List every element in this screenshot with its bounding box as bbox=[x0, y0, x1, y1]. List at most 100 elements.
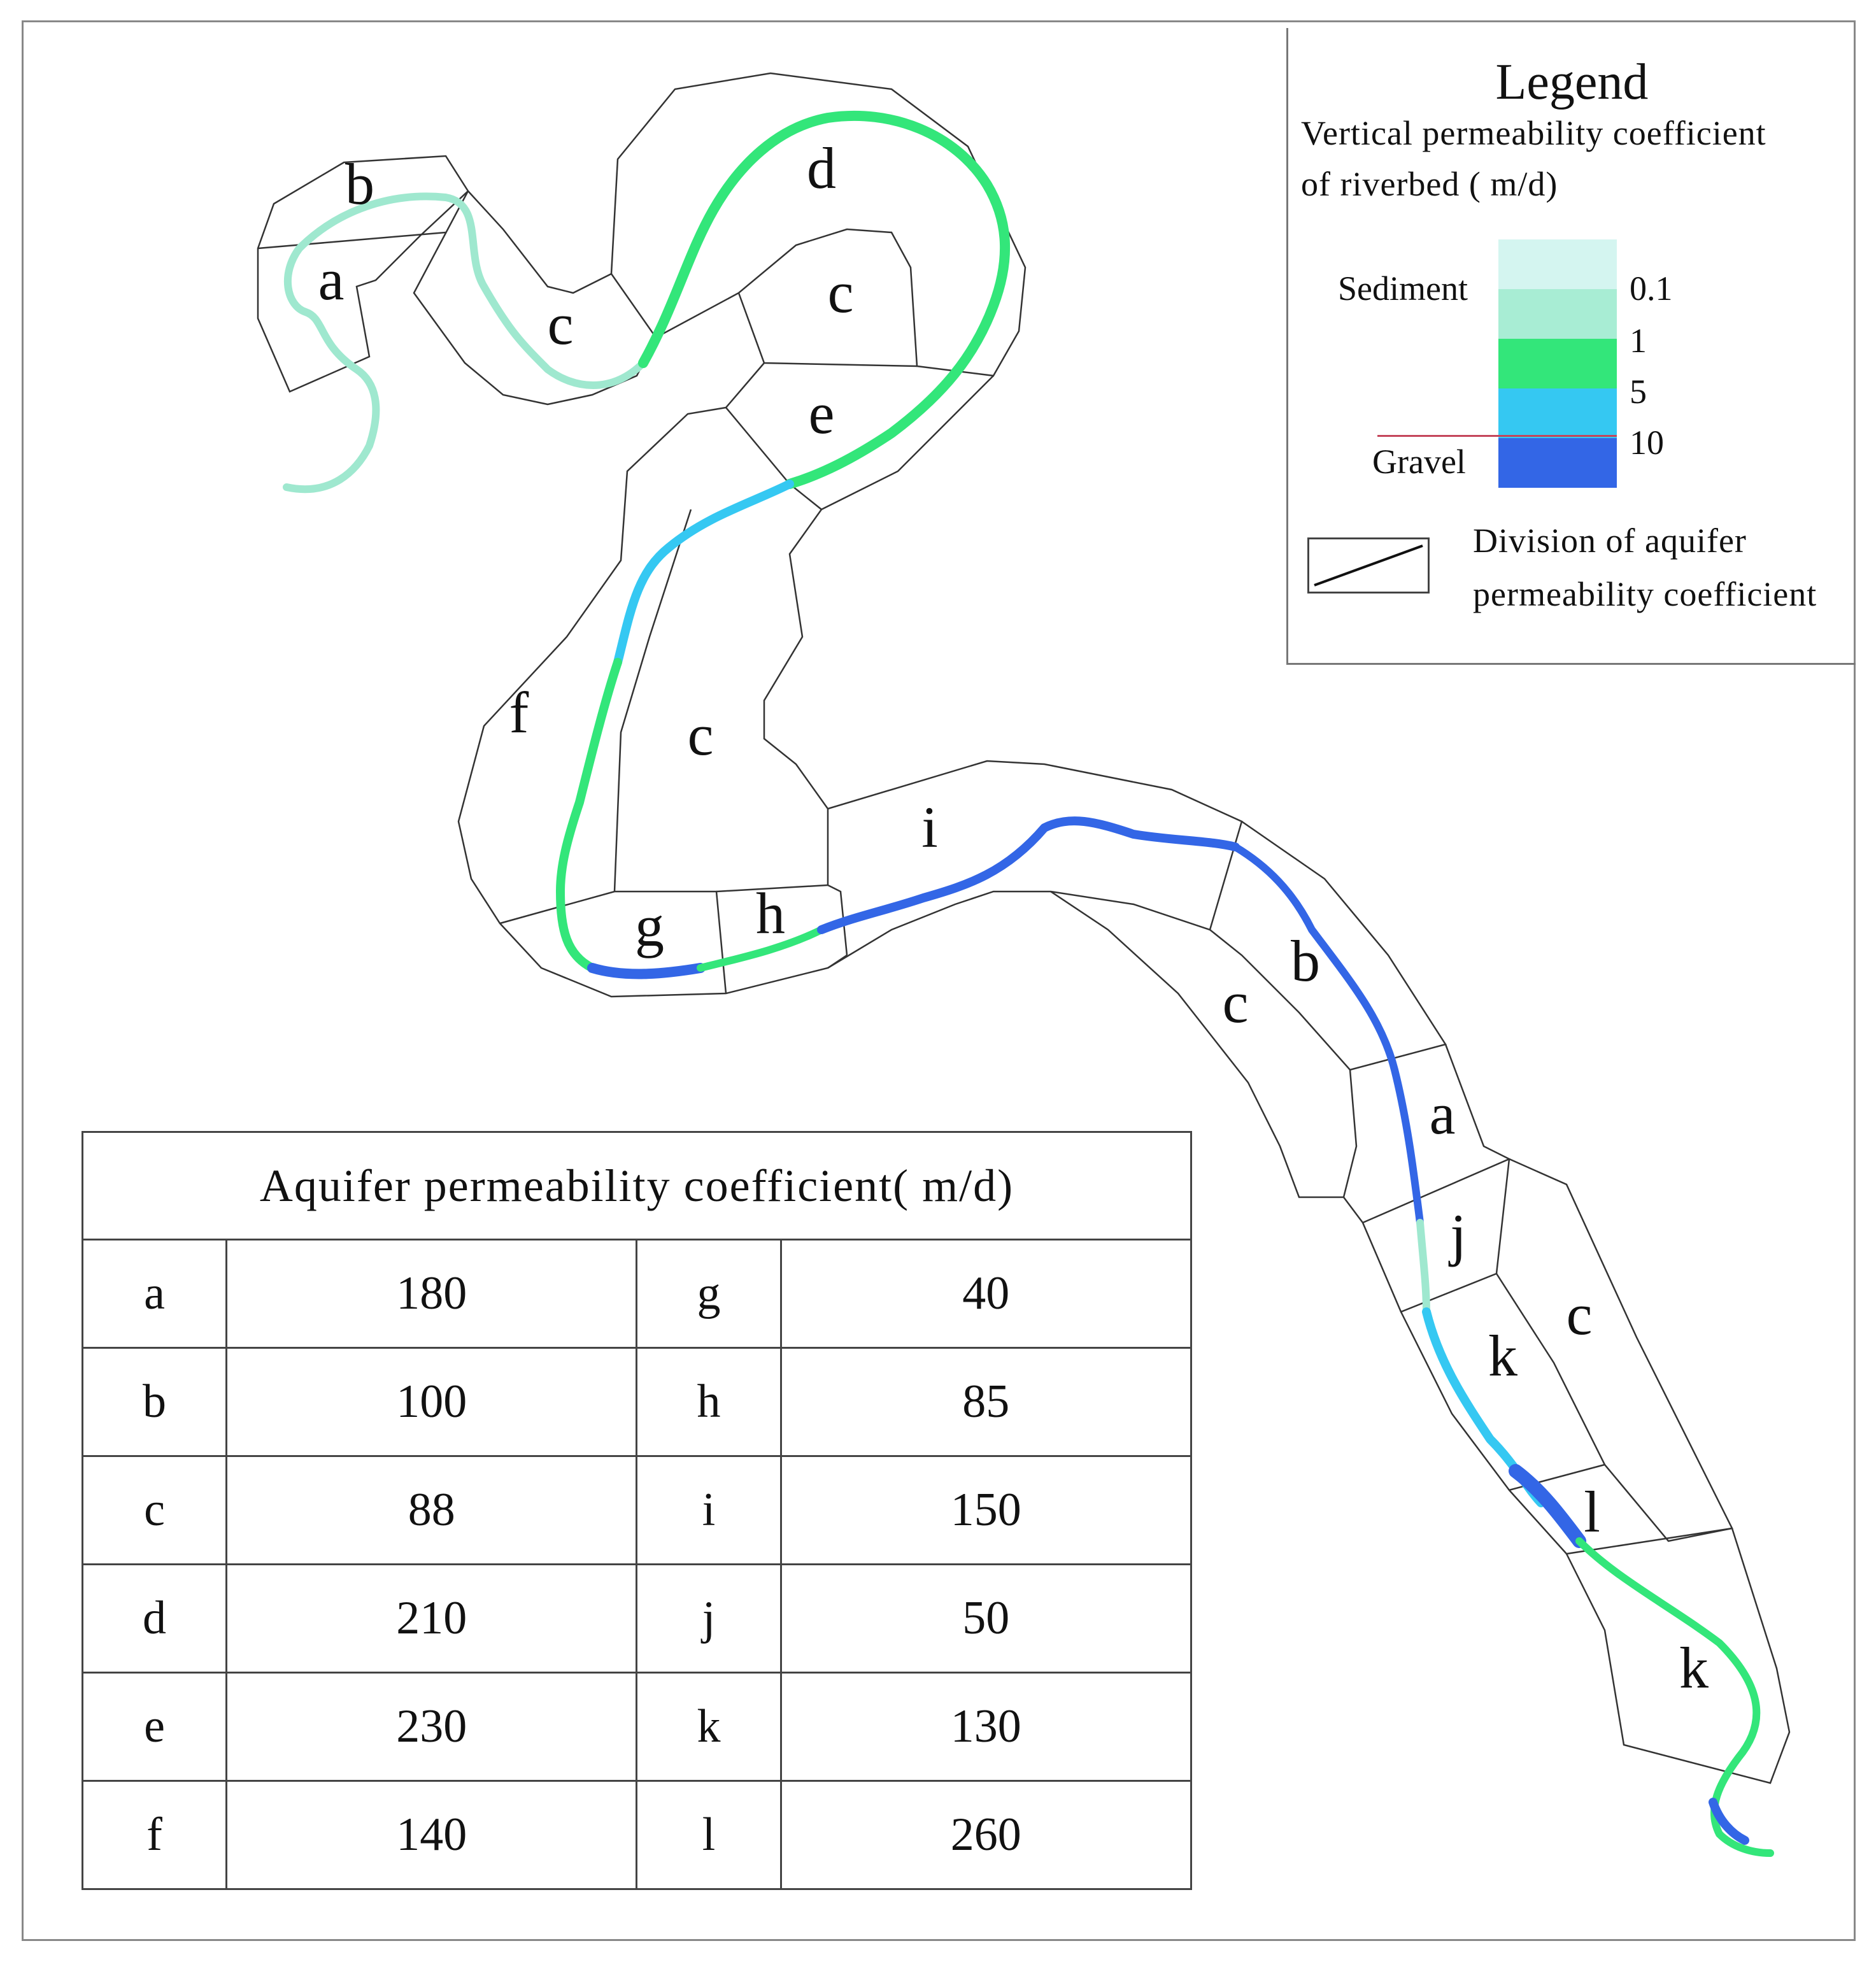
ramp-tick-5: 5 bbox=[1630, 373, 1647, 411]
river-segment-f bbox=[556, 658, 622, 972]
zone-label-a-2: a bbox=[1430, 1081, 1456, 1146]
coefficient-cell: 130 bbox=[779, 1672, 1193, 1782]
ramp-class-3 bbox=[1498, 339, 1617, 388]
zone-label-b-1: b bbox=[345, 152, 374, 217]
coefficient-cell: 210 bbox=[225, 1563, 638, 1674]
division-label: Division of aquifer permeability coeffic… bbox=[1473, 514, 1817, 621]
zone-boundary-k-2 bbox=[1565, 1528, 1791, 1784]
division-label-line2: permeability coefficient bbox=[1473, 575, 1817, 613]
ramp-tick-0.1: 0.1 bbox=[1630, 269, 1673, 308]
zone-code-cell: j bbox=[636, 1563, 782, 1674]
ramp-class-5 bbox=[1498, 438, 1617, 488]
zone-label-i: i bbox=[921, 795, 938, 860]
ramp-tick-10: 10 bbox=[1630, 423, 1664, 462]
zone-boundary-b-1 bbox=[257, 231, 446, 250]
zone-boundary-c-4 bbox=[1050, 890, 1358, 1198]
coefficient-cell: 40 bbox=[779, 1239, 1193, 1349]
division-line-icon bbox=[1314, 544, 1423, 586]
zone-code-cell: d bbox=[81, 1563, 228, 1674]
zone-label-l: l bbox=[1584, 1479, 1600, 1544]
coefficient-cell: 50 bbox=[779, 1563, 1193, 1674]
legend-title: Legend bbox=[1495, 54, 1649, 110]
coefficient-cell: 140 bbox=[225, 1780, 638, 1890]
river-segment-j bbox=[1416, 1219, 1430, 1316]
zone-code-cell: k bbox=[636, 1672, 782, 1782]
zone-label-h: h bbox=[756, 881, 785, 946]
zone-boundary-j bbox=[1361, 1158, 1510, 1313]
aquifer-division-lines bbox=[257, 72, 1791, 1784]
zone-code-cell: l bbox=[636, 1780, 782, 1890]
zone-label-c-4: c bbox=[1223, 970, 1249, 1035]
legend-panel: Legend Vertical permeability coefficient… bbox=[1286, 28, 1856, 665]
river-segment-e bbox=[613, 480, 794, 667]
zone-boundary-d bbox=[610, 72, 1027, 377]
zone-code-cell: e bbox=[81, 1672, 228, 1782]
zone-boundary-c-1 bbox=[413, 189, 657, 406]
zone-boundary-c-3 bbox=[763, 509, 848, 956]
ramp-class-2 bbox=[1498, 289, 1617, 339]
zone-label-b-2: b bbox=[1291, 928, 1320, 993]
river-segment-d-loop bbox=[638, 111, 1011, 489]
zone-label-k-2: k bbox=[1679, 1635, 1709, 1700]
zone-boundary-c-5 bbox=[1495, 1158, 1733, 1542]
zone-code-cell: f bbox=[81, 1780, 228, 1890]
zone-label-g: g bbox=[635, 893, 664, 958]
zone-label-j: j bbox=[1448, 1202, 1467, 1267]
legend-subtitle-line2: of riverbed ( m/d) bbox=[1301, 165, 1558, 203]
zone-code-cell: h bbox=[636, 1347, 782, 1457]
zone-label-k-1: k bbox=[1488, 1323, 1517, 1388]
zone-label-c-1: c bbox=[548, 292, 574, 357]
river-segment-b-right bbox=[1232, 843, 1424, 1226]
coefficient-cell: 180 bbox=[225, 1239, 638, 1349]
river-segment-i bbox=[817, 816, 1240, 934]
zone-boundary-c-3b bbox=[613, 509, 692, 892]
ramp-class-1 bbox=[1498, 239, 1617, 289]
zone-boundary-b-2 bbox=[1209, 820, 1447, 1071]
river-segment-h bbox=[697, 926, 825, 972]
zone-code-cell: b bbox=[81, 1347, 228, 1457]
zone-code-cell: i bbox=[636, 1455, 782, 1565]
sediment-label: Sediment bbox=[1338, 269, 1468, 308]
zone-code-cell: c bbox=[81, 1455, 228, 1565]
coefficient-cell: 230 bbox=[225, 1672, 638, 1782]
coefficient-cell: 88 bbox=[225, 1455, 638, 1565]
zone-boundary-e bbox=[725, 362, 994, 511]
aquifer-permeability-table: Aquifer permeability coefficient( m/d) a… bbox=[81, 1131, 1193, 1890]
river-segment-upstream bbox=[283, 192, 647, 494]
zone-label-d: d bbox=[807, 136, 836, 201]
coefficient-cell: 260 bbox=[779, 1780, 1193, 1890]
zone-boundary-k-1 bbox=[1400, 1311, 1605, 1491]
zone-boundary-a-2 bbox=[1343, 1044, 1511, 1224]
ramp-class-4 bbox=[1498, 388, 1617, 438]
zone-label-f: f bbox=[509, 680, 529, 745]
ramp-tick-1: 1 bbox=[1630, 322, 1647, 360]
zone-boundary-i bbox=[827, 760, 1243, 969]
river-segment-k-lower bbox=[1575, 1537, 1774, 1857]
coefficient-cell: 100 bbox=[225, 1347, 638, 1457]
division-label-line1: Division of aquifer bbox=[1473, 522, 1747, 560]
zone-label-e: e bbox=[809, 381, 835, 446]
zone-label-c-2: c bbox=[828, 260, 854, 325]
zone-label-c-3: c bbox=[688, 702, 714, 767]
zone-boundary-a-1 bbox=[257, 155, 469, 393]
zone-boundary-h bbox=[716, 884, 828, 893]
table-title: Aquifer permeability coefficient( m/d) bbox=[82, 1131, 1192, 1240]
map-frame bbox=[22, 20, 1856, 1941]
zone-label-c-5: c bbox=[1567, 1282, 1593, 1347]
coefficient-cell: 150 bbox=[779, 1455, 1193, 1565]
zone-boundary-g bbox=[499, 890, 727, 994]
legend-subtitle-line1: Vertical permeability coefficient bbox=[1301, 114, 1766, 152]
riverbed-channel bbox=[283, 111, 1774, 1857]
division-line-symbol bbox=[1307, 537, 1430, 594]
zone-boundary-f bbox=[457, 406, 848, 998]
river-segment-l bbox=[1509, 1464, 1586, 1548]
zone-code-cell: a bbox=[81, 1239, 228, 1349]
